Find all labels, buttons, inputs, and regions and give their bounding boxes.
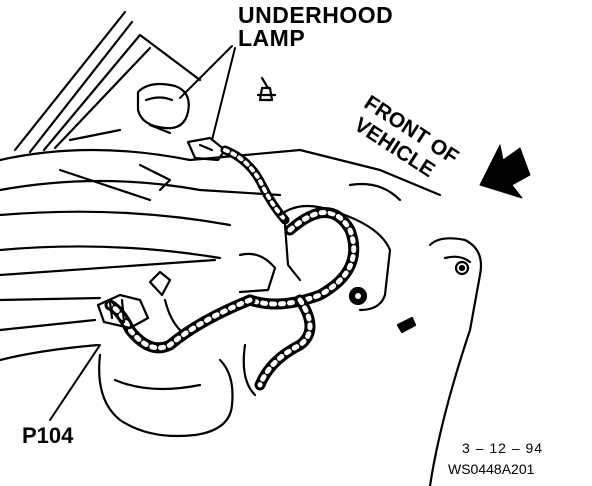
hood-edge [13, 10, 202, 154]
fender-panels [0, 148, 442, 362]
lamp-bolt [256, 76, 277, 102]
underhood-lamp [136, 82, 227, 162]
p104-connector [96, 270, 172, 330]
strut-tower [238, 182, 402, 312]
p104-label: P104 [22, 423, 74, 448]
underhood-lamp-label: UNDERHOOD [238, 2, 394, 28]
leader-lines [49, 45, 236, 421]
front-direction-arrow [479, 144, 531, 199]
right-body-panel [396, 237, 483, 486]
underhood-lamp-label-line2: LAMP [238, 25, 306, 51]
reservoir [98, 343, 257, 438]
date-label: 3 – 12 – 94 [462, 440, 544, 456]
figure-code-label: WS0448A201 [448, 461, 535, 477]
wiring-harness [104, 145, 360, 391]
